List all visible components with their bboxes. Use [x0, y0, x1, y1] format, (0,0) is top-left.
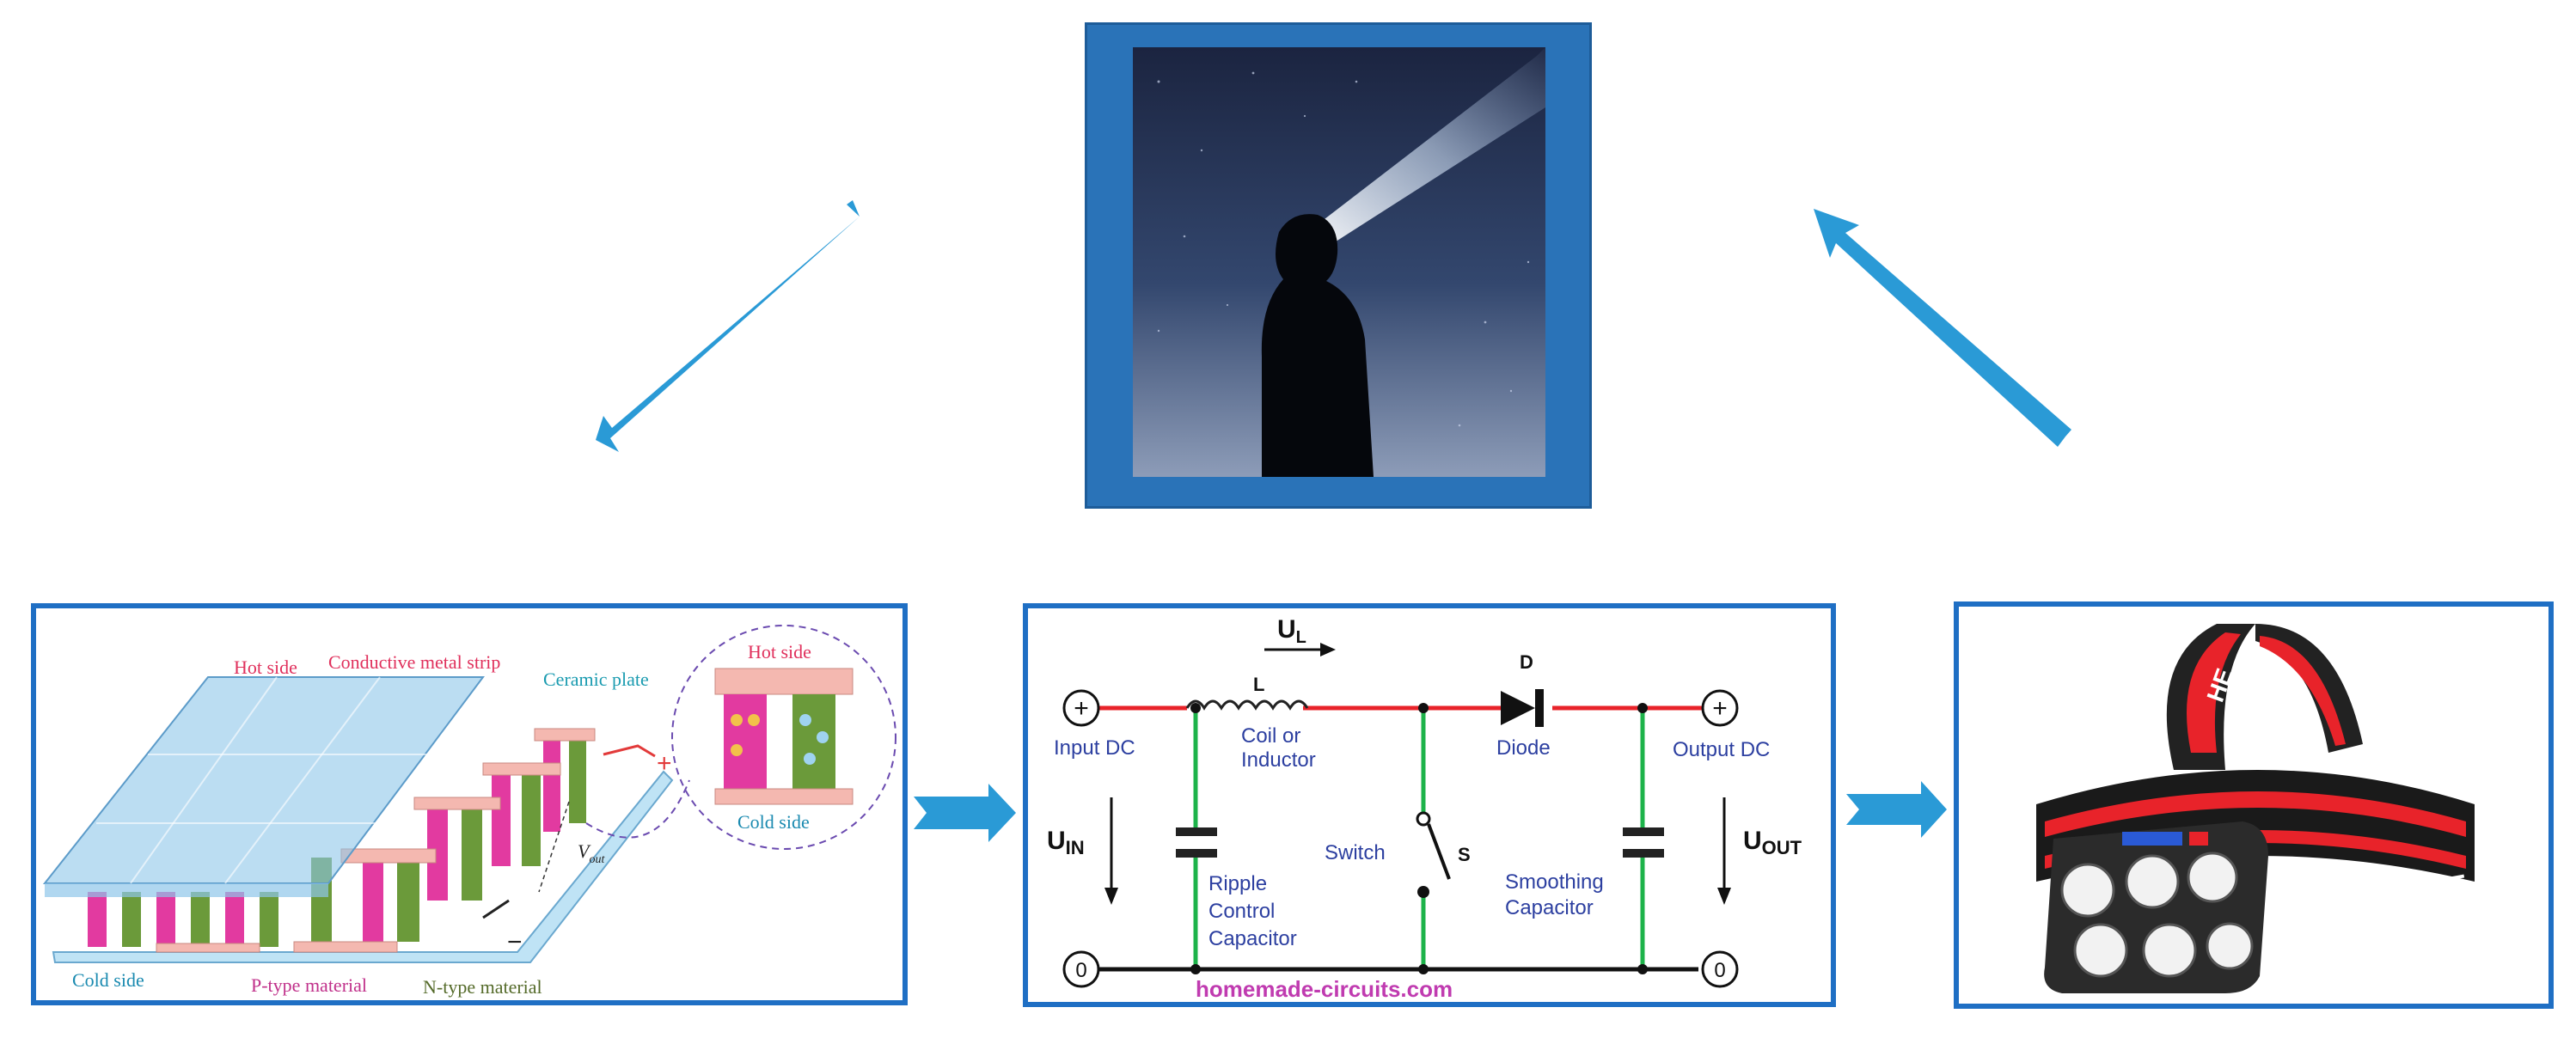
ul-label: UL [1277, 615, 1306, 647]
strap-logo: HE [2425, 869, 2470, 908]
inductor-label: Inductor [1241, 748, 1316, 772]
inductor-l-label: L [1253, 674, 1264, 695]
plus-terminal: + [657, 749, 672, 778]
boost-converter-circuit: + + 0 0 UL L Coil or Inductor D Diode In… [1047, 615, 1802, 1002]
arrow-down-left-icon [596, 200, 860, 452]
n-type-label: N-type material [423, 976, 542, 998]
ripple-label-3: Capacitor [1208, 927, 1297, 950]
switch-label: Switch [1325, 841, 1386, 864]
hot-side-label: Hot side [234, 656, 297, 678]
stars [1157, 71, 1530, 427]
inset-hot-label: Hot side [748, 641, 811, 662]
arrow-right-icon [1846, 781, 1947, 838]
boost-converter-frame: + + 0 0 UL L Coil or Inductor D Diode In… [1023, 603, 1836, 1007]
light-beam [1313, 47, 1545, 245]
person-silhouette [1261, 214, 1374, 477]
headlamp-photo-frame [1085, 22, 1592, 509]
diode-d-label: D [1520, 651, 1533, 673]
output-plus-terminal: + [1701, 689, 1739, 727]
output-dc-label: Output DC [1673, 738, 1770, 761]
arrow-up-right-icon [1814, 209, 2071, 447]
thermoelectric-diagram: Hot side Conductive metal strip Ceramic … [42, 625, 896, 998]
inset-cold-label: Cold side [737, 811, 810, 833]
p-type-label: P-type material [251, 974, 367, 996]
svg-text:0: 0 [1714, 959, 1725, 982]
ceramic-plate-label: Ceramic plate [543, 669, 649, 690]
input-plus-terminal: + [1062, 689, 1100, 727]
cold-side-label: Cold side [72, 969, 144, 991]
vout-label: Vout [578, 840, 605, 866]
headlamp-product-image: HE HE [2036, 624, 2475, 993]
ripple-label-1: Ripple [1208, 872, 1267, 895]
smoothing-label-2: Capacitor [1505, 896, 1594, 919]
watermark: homemade-circuits.com [1196, 976, 1453, 1002]
svg-text:0: 0 [1075, 959, 1086, 982]
switch-s-label: S [1458, 844, 1471, 865]
coil-label: Coil or [1241, 724, 1300, 748]
uin-label: UIN [1047, 827, 1085, 858]
thermoelectric-diagram-frame: Hot side Conductive metal strip Ceramic … [31, 603, 908, 1005]
minus-terminal: − [507, 928, 523, 956]
input-dc-label: Input DC [1054, 736, 1135, 760]
headlamp-product-frame: HE HE [1954, 601, 2554, 1009]
ripple-label-2: Control [1208, 900, 1275, 923]
output-zero-terminal: 0 [1701, 950, 1739, 988]
arrow-right-icon [914, 784, 1016, 842]
diode-label: Diode [1496, 736, 1551, 760]
conductive-strip-label: Conductive metal strip [328, 651, 500, 673]
uout-label: UOUT [1743, 827, 1802, 858]
svg-text:+: + [1712, 694, 1728, 723]
smoothing-label-1: Smoothing [1505, 870, 1604, 894]
night-sky-photo [1133, 47, 1545, 477]
input-zero-terminal: 0 [1062, 950, 1100, 988]
svg-text:+: + [1074, 694, 1089, 723]
